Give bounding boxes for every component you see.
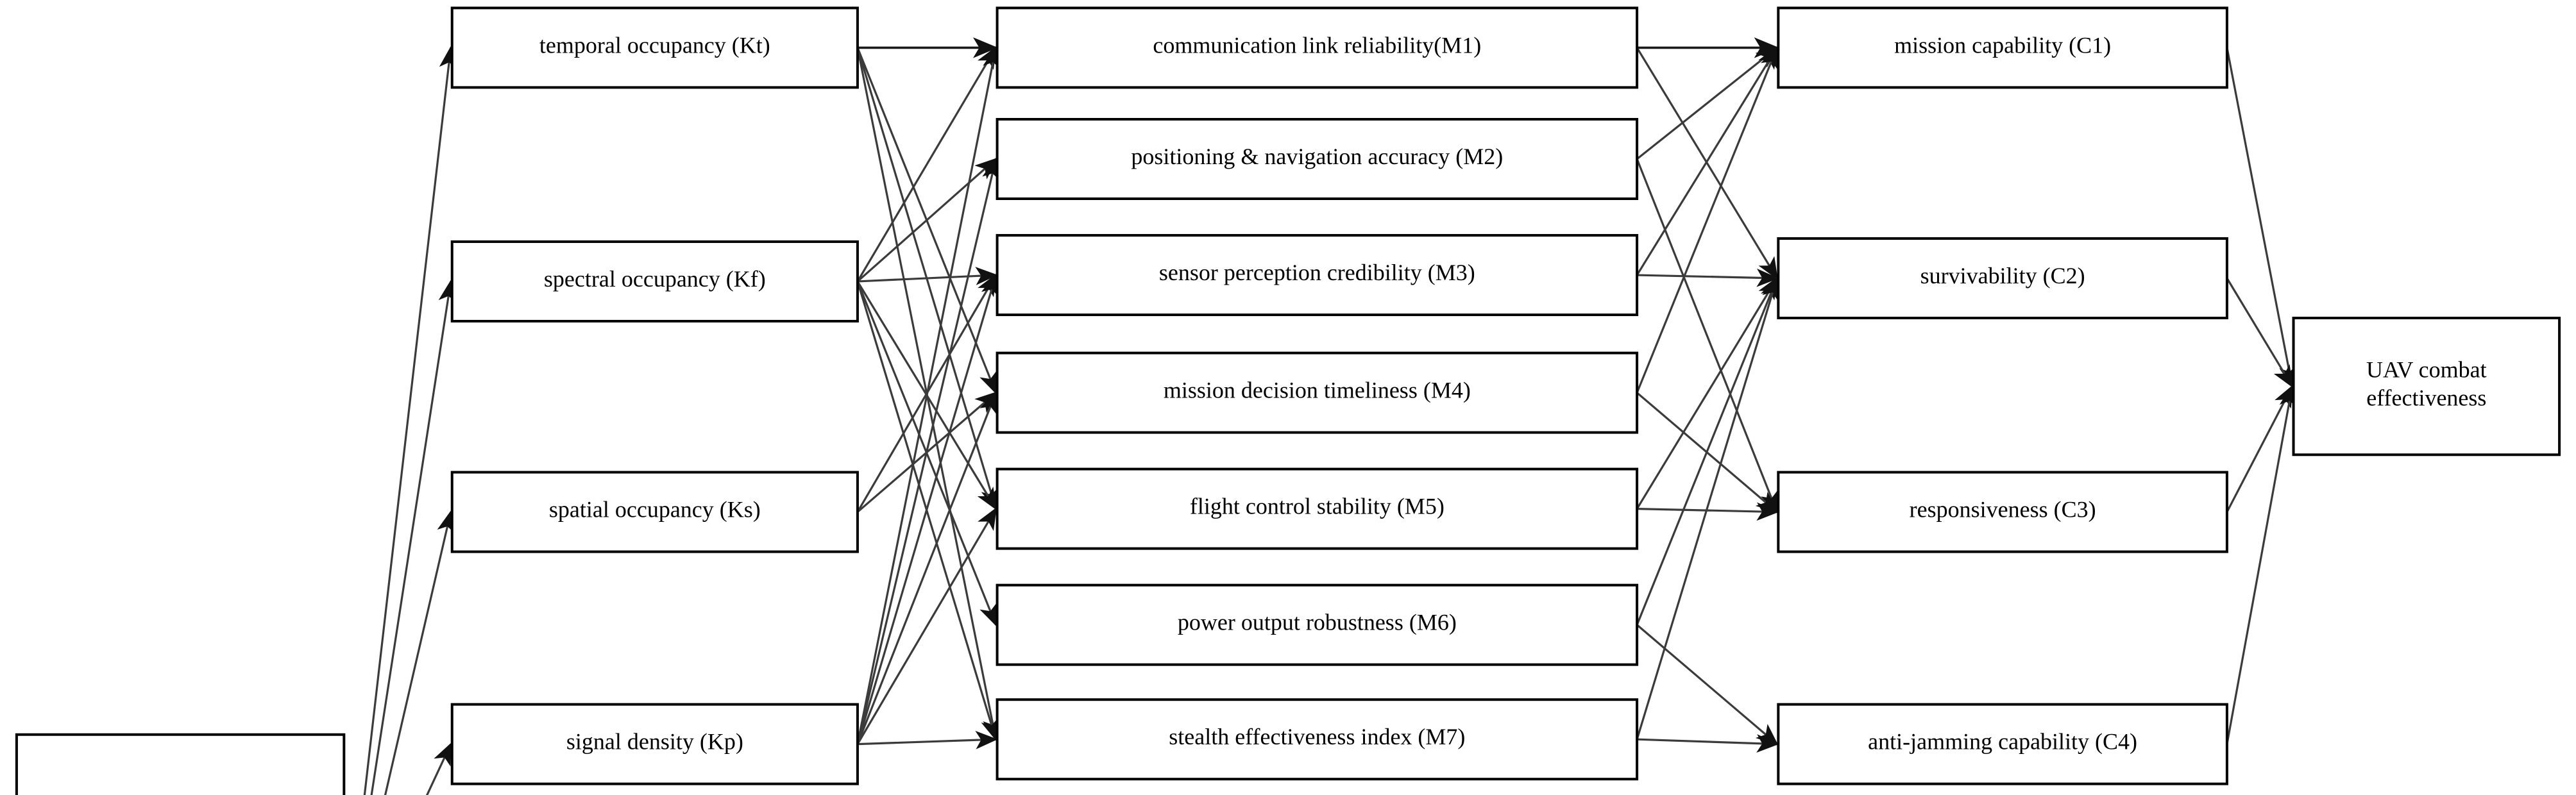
edge-e-to-ks: [384, 510, 455, 795]
node-label-kt: temporal occupancy (Kt): [539, 33, 770, 58]
node-m5[interactable]: flight control stability (M5): [996, 467, 1639, 550]
edge-kp-to-m5: [856, 507, 997, 745]
edge-kp-to-m1: [856, 46, 1001, 744]
node-m6[interactable]: power output robustness (M6): [996, 583, 1639, 666]
node-label-m7: stealth effectiveness index (M7): [1169, 724, 1465, 749]
edge-m5-to-c2: [1636, 276, 1778, 510]
node-box-kp[interactable]: [450, 703, 859, 785]
edge-m7-to-c4: [1637, 734, 1779, 753]
node-label-ks: spatial occupancy (Ks): [549, 497, 761, 523]
node-kp[interactable]: signal density (Kp): [450, 703, 859, 785]
node-m4[interactable]: mission decision timeliness (M4): [996, 351, 1639, 434]
edge-m6-to-c4: [1636, 624, 1779, 746]
edge-kp-to-m4: [856, 390, 997, 745]
node-box-ks[interactable]: [450, 471, 859, 553]
node-label-c1: mission capability (C1): [1894, 33, 2111, 58]
edge-kf-to-m2: [856, 158, 997, 283]
edge-e-to-kt: [363, 46, 458, 795]
node-box-c4[interactable]: [1777, 703, 2228, 785]
node-box-m6[interactable]: [996, 583, 1639, 666]
node-m7[interactable]: stealth effectiveness index (M7): [996, 698, 1639, 781]
edge-m4-to-c1: [1636, 46, 1778, 394]
node-box-m4[interactable]: [996, 351, 1639, 434]
node-box-kf[interactable]: [450, 240, 859, 322]
node-box-m2[interactable]: [996, 118, 1639, 200]
node-label-m1: communication link reliability(M1): [1153, 33, 1481, 58]
edge-m6-to-c2: [1636, 276, 1778, 626]
node-label-m5: flight control stability (M5): [1190, 494, 1445, 519]
edge-c3-to-u: [2226, 385, 2293, 513]
node-box-u[interactable]: [2292, 317, 2561, 456]
node-c2[interactable]: survivability (C2): [1777, 237, 2228, 319]
edge-m2-to-c3: [1636, 158, 1779, 514]
edge-layer: [363, 37, 2298, 795]
node-layer: complexitycharacteristics of theelectrom…: [15, 6, 2561, 795]
node-label-c3: responsiveness (C3): [1910, 497, 2096, 523]
edge-kp-to-m3: [856, 273, 999, 745]
edge-m2-to-c1: [1636, 46, 1779, 160]
edge-kf-to-m1: [856, 46, 997, 282]
node-box-m5[interactable]: [996, 467, 1639, 550]
edge-kf-to-m3: [857, 267, 998, 285]
node-box-m3[interactable]: [996, 234, 1639, 317]
edge-e-to-kp: [425, 742, 452, 795]
edge-c4-to-u: [2226, 384, 2298, 744]
node-c3[interactable]: responsiveness (C3): [1777, 471, 2228, 553]
node-label-m6: power output robustness (M6): [1178, 610, 1457, 635]
edge-kp-to-m7: [857, 730, 998, 749]
node-label-kp: signal density (Kp): [566, 729, 743, 755]
node-ks[interactable]: spatial occupancy (Ks): [450, 471, 859, 553]
node-label-m4: mission decision timeliness (M4): [1164, 378, 1471, 403]
node-box-c2[interactable]: [1777, 237, 2228, 319]
node-kt[interactable]: temporal occupancy (Kt): [450, 6, 859, 89]
node-kf[interactable]: spectral occupancy (Kf): [450, 240, 859, 322]
node-box-kt[interactable]: [450, 6, 859, 89]
node-label-m3: sensor perception credibility (M3): [1159, 260, 1475, 285]
node-m1[interactable]: communication link reliability(M1): [996, 6, 1639, 89]
node-c1[interactable]: mission capability (C1): [1777, 6, 2228, 89]
node-m2[interactable]: positioning & navigation accuracy (M2): [996, 118, 1639, 200]
node-label-kf: spectral occupancy (Kf): [544, 266, 766, 292]
edge-c1-to-u: [2226, 47, 2298, 389]
node-box-m1[interactable]: [996, 6, 1639, 89]
edge-c2-to-u: [2226, 278, 2294, 389]
node-e[interactable]: complexitycharacteristics of theelectrom…: [15, 733, 346, 795]
edge-m3-to-c2: [1637, 268, 1779, 287]
node-m3[interactable]: sensor perception credibility (M3): [996, 234, 1639, 317]
edge-m3-to-c1: [1636, 46, 1778, 276]
edge-e-to-kf: [370, 280, 457, 795]
node-label-m2: positioning & navigation accuracy (M2): [1131, 144, 1503, 169]
node-label-c4: anti-jamming capability (C4): [1868, 729, 2137, 755]
node-box-e[interactable]: [15, 733, 346, 795]
edge-m7-to-c2: [1636, 276, 1780, 740]
node-c4[interactable]: anti-jamming capability (C4): [1777, 703, 2228, 785]
node-box-c1[interactable]: [1777, 6, 2228, 89]
node-label-c2: survivability (C2): [1920, 263, 2085, 289]
node-box-m7[interactable]: [996, 698, 1639, 781]
edge-kp-to-m2: [856, 157, 1001, 745]
node-box-c3[interactable]: [1777, 471, 2228, 553]
